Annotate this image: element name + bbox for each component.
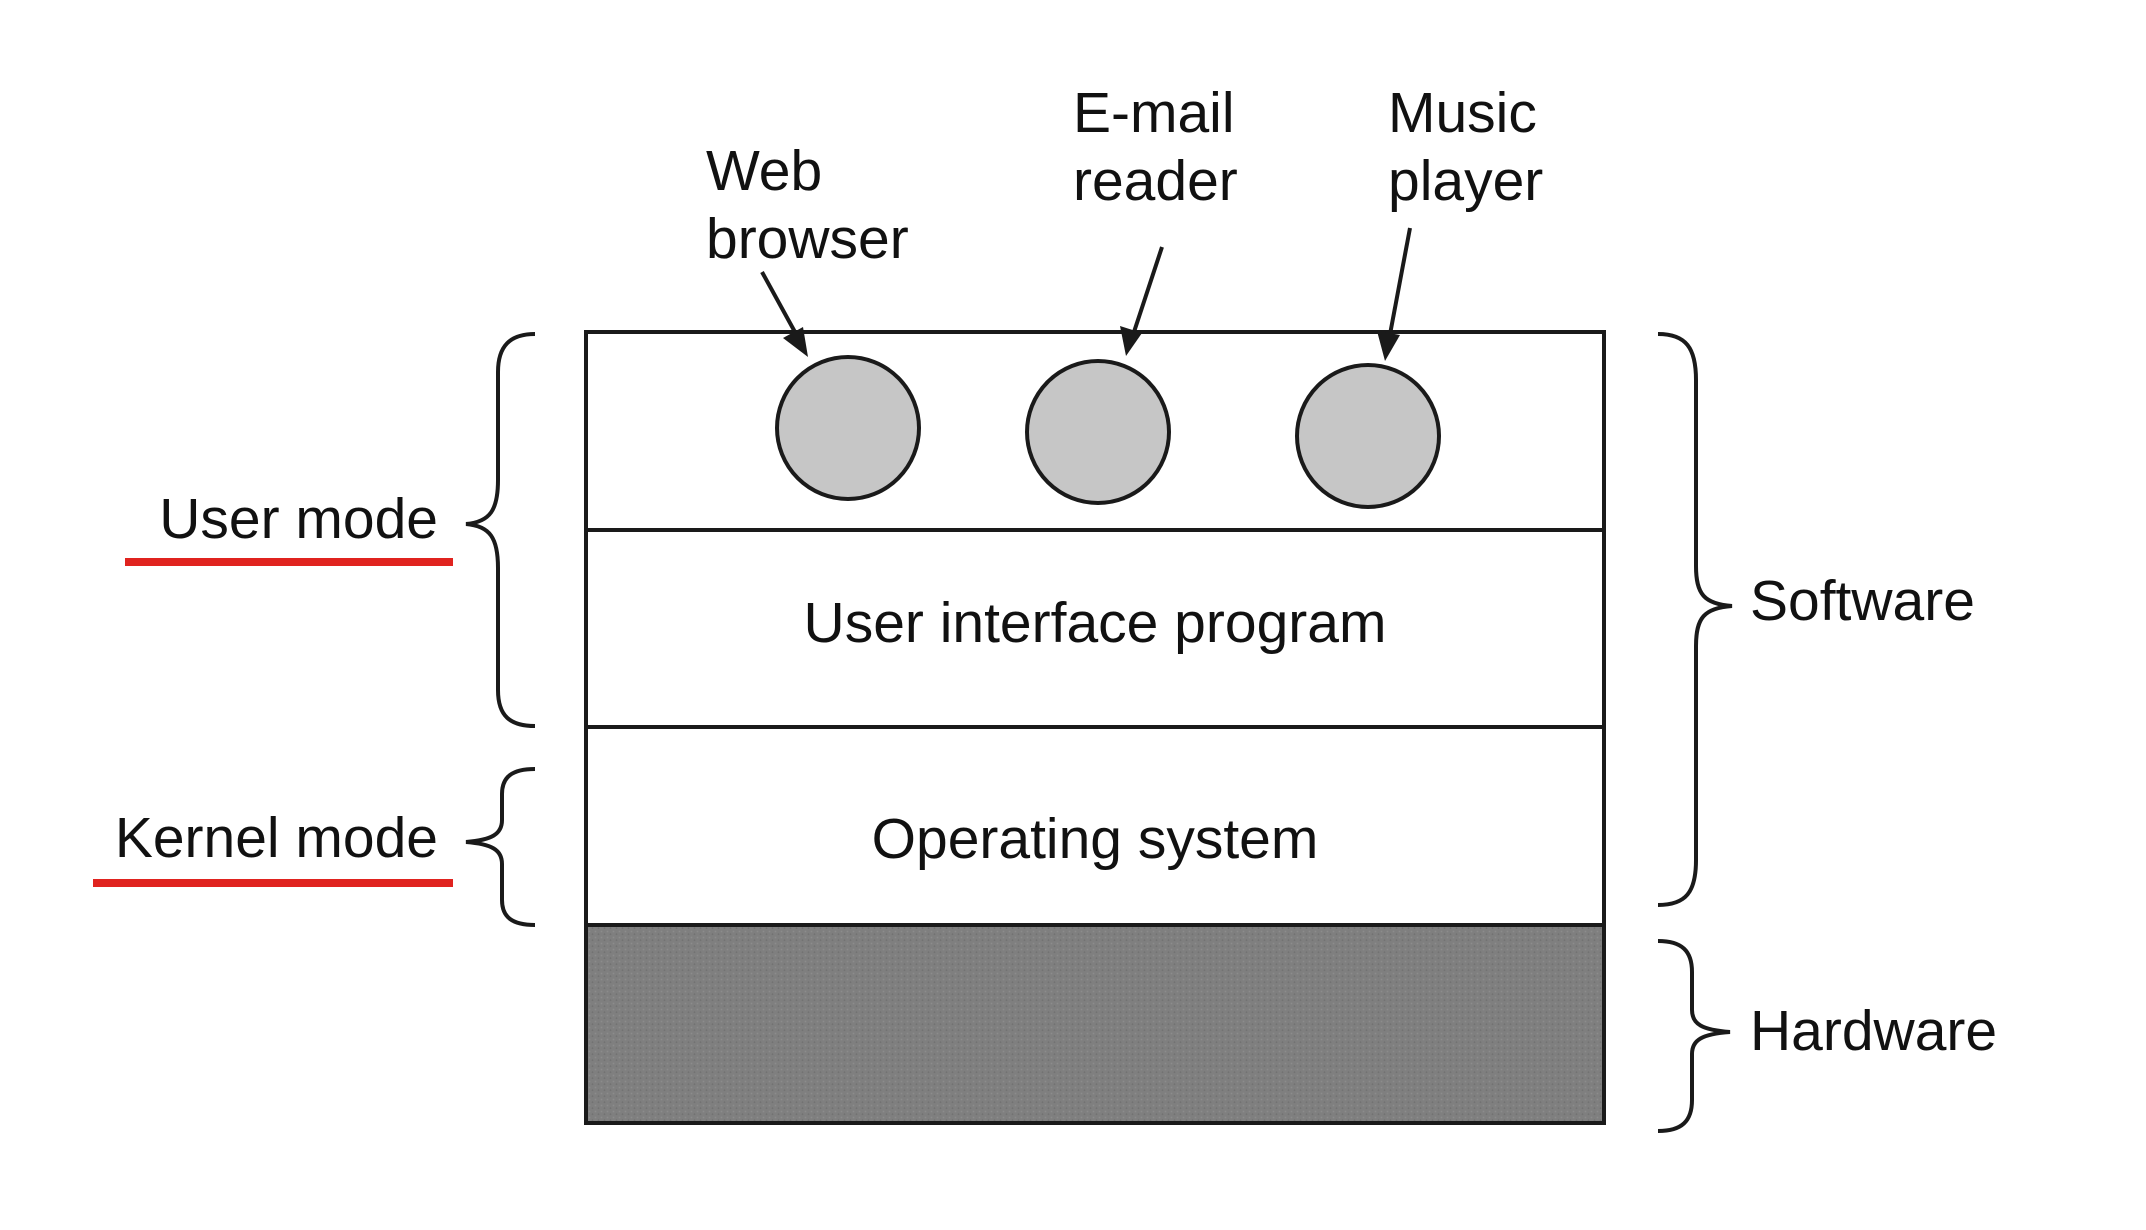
software-label: Software bbox=[1750, 569, 1975, 633]
web-browser-arrowhead bbox=[783, 327, 808, 357]
music-player-arrow bbox=[1386, 227, 1412, 346]
hardware-label: Hardware bbox=[1750, 999, 1997, 1063]
web-browser-label-line1: Web bbox=[706, 139, 822, 203]
left-braces bbox=[465, 332, 536, 927]
right-braces bbox=[1657, 332, 1733, 1133]
user-mode-label: User mode bbox=[159, 487, 438, 551]
hardware-layer bbox=[584, 923, 1606, 1125]
kernel-mode-brace bbox=[465, 767, 536, 927]
kernel-mode-label: Kernel mode bbox=[115, 806, 438, 870]
layer-stack bbox=[584, 330, 1606, 1125]
email-reader-label-line1: E-mail bbox=[1073, 81, 1235, 145]
music-player-circle bbox=[1295, 363, 1441, 509]
music-player-label-line1: Music bbox=[1388, 81, 1537, 145]
user-interface-label: User interface program bbox=[804, 591, 1387, 655]
email-reader-label-line2: reader bbox=[1073, 149, 1238, 213]
music-player-arrowhead bbox=[1377, 331, 1400, 361]
app-arrows bbox=[760, 227, 1412, 361]
email-reader-circle bbox=[1025, 359, 1171, 505]
email-reader-arrow bbox=[1129, 246, 1164, 342]
hardware-brace bbox=[1657, 939, 1731, 1133]
user-mode-brace bbox=[465, 332, 536, 728]
application-circles bbox=[775, 355, 1441, 509]
web-browser-arrow bbox=[760, 271, 803, 344]
app-labels: Web browser E-mail reader Music player bbox=[706, 81, 1543, 271]
web-browser-label-line2: browser bbox=[706, 207, 909, 271]
web-browser-circle bbox=[775, 355, 921, 501]
email-reader-arrowhead bbox=[1120, 326, 1142, 356]
software-brace bbox=[1657, 332, 1733, 907]
music-player-label-line2: player bbox=[1388, 149, 1543, 213]
operating-system-label: Operating system bbox=[872, 807, 1319, 871]
